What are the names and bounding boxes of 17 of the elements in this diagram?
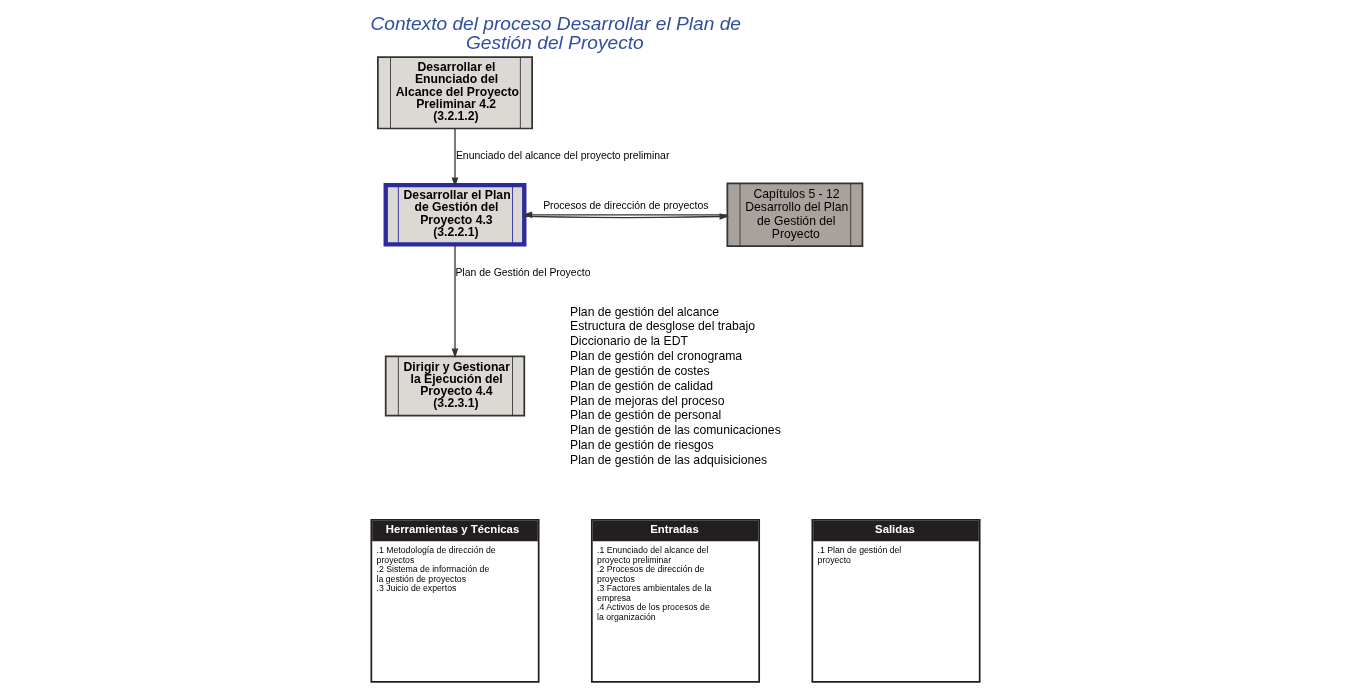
label: Plan de gestión de personal bbox=[570, 408, 722, 423]
label: Plan de gestión de las comunicaciones bbox=[570, 423, 781, 438]
arrow bbox=[451, 128, 459, 188]
label: Plan de gestión de las adquisiciones bbox=[570, 452, 768, 467]
label: Plan de gestión de riesgos bbox=[570, 437, 714, 452]
label: Diccionario de la EDT bbox=[570, 334, 688, 349]
edge-label: Enunciado del alcance del proyecto preliminar bbox=[455, 149, 670, 161]
edge-label: Plan de Gestión del Proyecto bbox=[455, 267, 591, 279]
label: Plan de gestión del cronograma bbox=[570, 349, 743, 364]
label: Plan de gestión del alcance bbox=[570, 304, 720, 319]
label: Plan de gestión de costes bbox=[570, 363, 710, 378]
edge-label: Procesos de dirección de proyectos bbox=[543, 200, 709, 212]
diagram-title: Contexto del proceso Desarrollar el Plan de Gestión del Proyecto bbox=[370, 12, 742, 53]
label: Estructura de desglose del trabajo bbox=[570, 319, 756, 334]
label: Plan de gestión de calidad bbox=[570, 378, 714, 393]
label: Plan de mejoras del proceso bbox=[570, 393, 725, 408]
arrow bbox=[451, 244, 459, 359]
